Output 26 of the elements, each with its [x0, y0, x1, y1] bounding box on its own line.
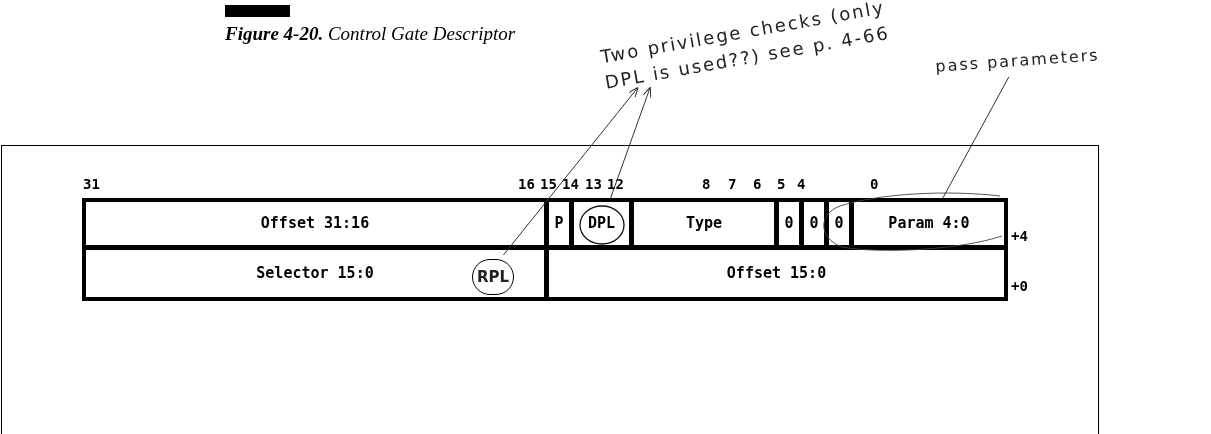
bit-number: 0	[870, 175, 879, 194]
field-cell: Param 4:0	[850, 198, 1008, 249]
bit-number: 15	[540, 175, 557, 194]
leader-line	[942, 76, 1010, 199]
offset-label: +4	[1011, 227, 1028, 246]
bit-number: 7	[728, 175, 737, 194]
leader-line	[502, 86, 639, 256]
figure-title: Figure 4-20. Control Gate Descriptor	[225, 22, 516, 46]
bit-number: 31	[83, 175, 100, 194]
bit-number: 5	[777, 175, 786, 194]
bit-number: 4	[797, 175, 806, 194]
field-cell: Offset 15:0	[545, 246, 1008, 301]
field-cell: Type	[630, 198, 778, 249]
field-cell: Selector 15:0 RPL	[82, 246, 548, 301]
bit-number: 16	[518, 175, 535, 194]
circled-note: RPL	[472, 259, 514, 295]
leader-line	[610, 86, 652, 199]
handwritten-note: pass parameters	[929, 38, 1106, 84]
handwritten-note: Two privilege checks (only DPL is used??) see p. 4-66	[594, 0, 896, 113]
bit-number: 14	[562, 175, 579, 194]
bit-number: 8	[702, 175, 711, 194]
field-cell: Offset 31:16	[82, 198, 548, 249]
bit-number: 13	[585, 175, 602, 194]
offset-label: +0	[1011, 277, 1028, 296]
bit-number: 6	[753, 175, 762, 194]
bit-number: 12	[607, 175, 624, 194]
